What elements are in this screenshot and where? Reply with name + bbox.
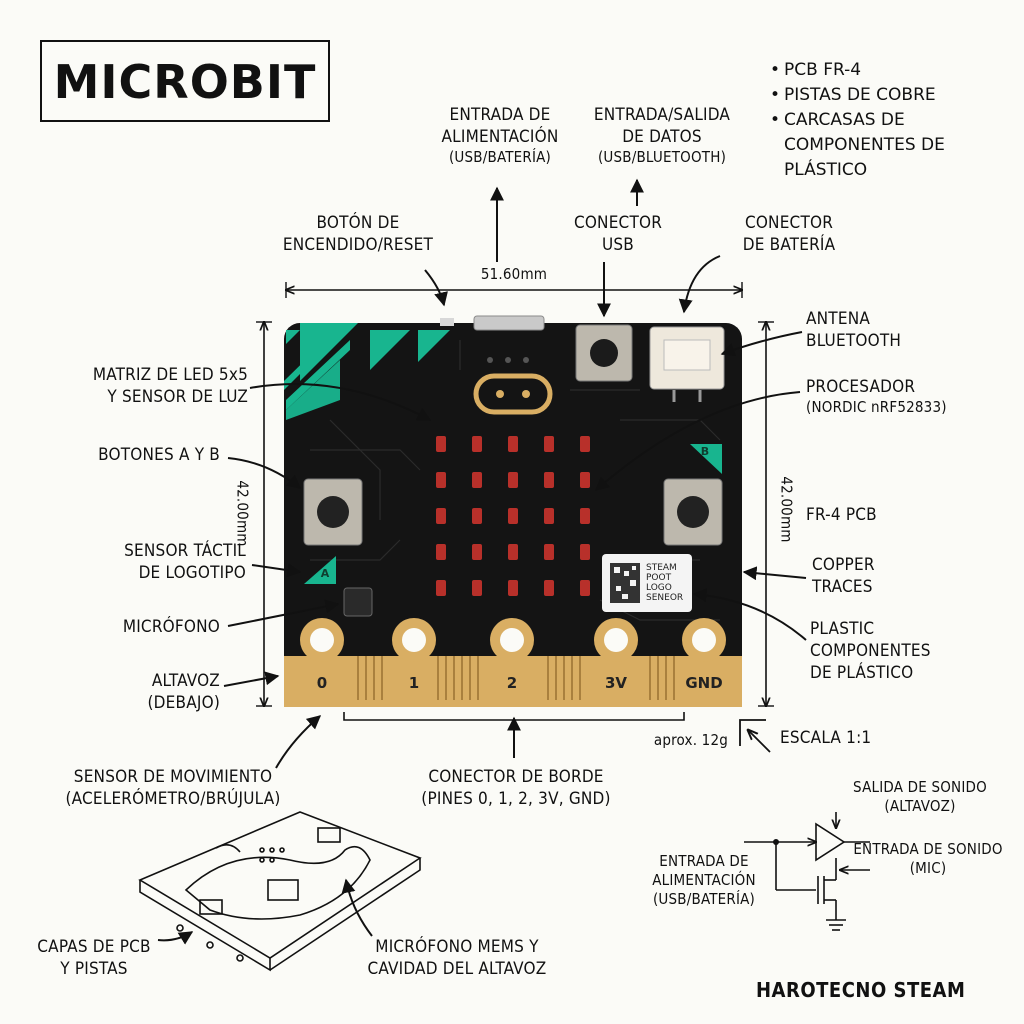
weight-label: aprox. 12g (653, 731, 728, 749)
height-dimension-label-right: 42.00mm (777, 476, 796, 543)
antenna-label: ANTENA BLUETOOTH (806, 309, 902, 351)
pin-label-0: 0 (316, 674, 328, 692)
title-box: MICROBIT (40, 40, 330, 122)
pin-label-gnd: GND (685, 674, 723, 692)
touch-logo (473, 373, 553, 415)
speaker-label: ALTAVOZ (DEBAJO) (147, 671, 220, 713)
pin-label-3v: 3V (604, 674, 628, 692)
copper-traces-label: COPPER TRACES (812, 555, 875, 597)
led-matrix-label: MATRIZ DE LED 5x5 Y SENSOR DE LUZ (92, 365, 248, 407)
sticker-text: STEAM POOT LOGO SENEOR (646, 563, 684, 603)
pin-label-2: 2 (506, 674, 518, 692)
pin-label-1: 1 (408, 674, 420, 692)
mems-label: MICRÓFONO MEMS Y CAVIDAD DEL ALTAVOZ (367, 937, 547, 979)
materials-list: •PCB FR-4 •PISTAS DE COBRE •CARCASAS DE … (770, 58, 1010, 183)
credit-label: HAROTECNO STEAM (756, 978, 966, 1002)
processor-label: PROCESADOR (NORDIC nRF52833) (806, 377, 947, 416)
fr4-label: FR-4 PCB (806, 505, 877, 525)
sound-in-label: ENTRADA DE SONIDO (MIC) (853, 840, 1003, 877)
button-a-label: A (320, 567, 330, 580)
microbit-board (284, 315, 742, 707)
reset-button-label: BOTÓN DE ENCENDIDO/RESET (282, 213, 434, 255)
plastic-label: PLASTIC COMPONENTES DE PLÁSTICO (810, 619, 931, 683)
usb-connector-label: CONECTOR USB (573, 213, 663, 255)
touch-logo-label: SENSOR TÁCTIL DE LOGOTIPO (124, 541, 246, 583)
data-io-label: ENTRADA/SALIDA DE DATOS (USB/BLUETOOTH) (593, 105, 731, 166)
power-in-circuit-label: ENTRADA DE ALIMENTACIÓN (USB/BATERÍA) (652, 852, 756, 908)
material-item: •CARCASAS DE COMPONENTES DE PLÁSTICO (770, 110, 945, 180)
buttons-ab-label: BOTONES A Y B (98, 445, 220, 465)
pcb-layers-label: CAPAS DE PCB Y PISTAS (37, 937, 151, 979)
width-dimension-label: 51.60mm (480, 265, 548, 283)
accent-triangle (300, 323, 358, 381)
microphone (343, 587, 373, 617)
material-item: •PISTAS DE COBRE (770, 85, 936, 105)
microphone-label: MICRÓFONO (122, 617, 220, 637)
button-b-label: B (700, 445, 710, 458)
power-input-label: ENTRADA DE ALIMENTACIÓN (USB/BATERÍA) (441, 105, 559, 166)
page-title: MICROBIT (53, 55, 317, 109)
edge-connector-label: CONECTOR DE BORDE (PINES 0, 1, 2, 3V, GN… (421, 767, 611, 809)
battery-connector-label: CONECTOR DE BATERÍA (742, 213, 836, 255)
sound-out-label: SALIDA DE SONIDO (ALTAVOZ) (853, 778, 987, 815)
usb-port (473, 315, 545, 331)
motion-sensor-label: SENSOR DE MOVIMIENTO (ACELERÓMETRO/BRÚJU… (65, 767, 281, 809)
scale-label: ESCALA 1:1 (780, 728, 872, 748)
material-item: •PCB FR-4 (770, 60, 862, 80)
pcb-layers-sketch (138, 811, 422, 972)
led-matrix (436, 436, 590, 596)
circuit-schematic (744, 812, 870, 931)
